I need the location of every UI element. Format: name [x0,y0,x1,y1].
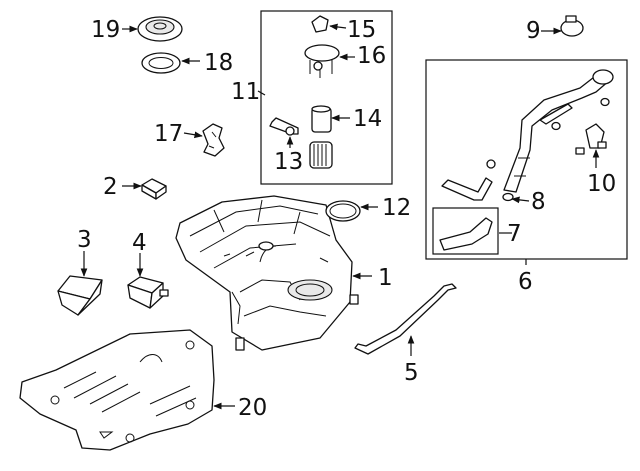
callout-2: 2 [103,174,118,200]
part-1-fuel-tank [175,195,359,351]
callout-13: 13 [274,149,303,175]
callout-3: 3 [77,227,92,253]
callout-6: 6 [518,269,533,295]
part-13-level-sensor [269,117,299,136]
callout-19: 19 [91,17,120,43]
fuel-pump-assembly-box [260,10,393,185]
callout-17: 17 [154,121,183,147]
callout-8: 8 [531,189,546,215]
part-3-module [57,275,103,316]
part-18-gasket [141,52,181,74]
part-17-bracket [202,123,225,157]
callout-5: 5 [404,360,419,386]
hose-detail-box [432,207,499,255]
part-clips [551,97,610,131]
callout-1: 1 [378,265,393,291]
callout-18: 18 [204,50,233,76]
part-12-seal-ring [325,200,361,222]
callout-7: 7 [507,221,522,247]
callout-labels: 19 18 17 2 3 4 1 5 12 20 15 16 11 14 13 … [77,17,616,421]
part-19-lock-ring-cover [137,16,183,42]
callout-15: 15 [347,17,376,43]
part-2-pad [141,178,167,200]
callout-16: 16 [357,43,386,69]
callout-9: 9 [526,18,541,44]
part-pump-strainer [309,141,333,169]
part-9-fuel-cap [560,15,584,37]
part-20-under-shield [19,329,215,451]
callout-11: 11 [231,79,260,105]
callout-4: 4 [132,230,147,256]
part-vent-hose [441,159,496,201]
callout-20: 20 [238,395,267,421]
leader-lines [80,23,600,410]
part-5-tank-strap [354,283,457,355]
part-7-hose [439,217,493,251]
part-14-fuel-filter [311,105,332,133]
callout-10: 10 [587,171,616,197]
callout-14: 14 [353,106,382,132]
part-15-retainer [311,15,329,33]
part-16-pump-flange [304,44,340,78]
callout-12: 12 [382,195,411,221]
part-8-clamp [502,192,514,202]
part-4-sensor-unit [127,276,169,309]
part-filler-pipe [503,69,614,193]
part-10-valve [575,123,607,155]
